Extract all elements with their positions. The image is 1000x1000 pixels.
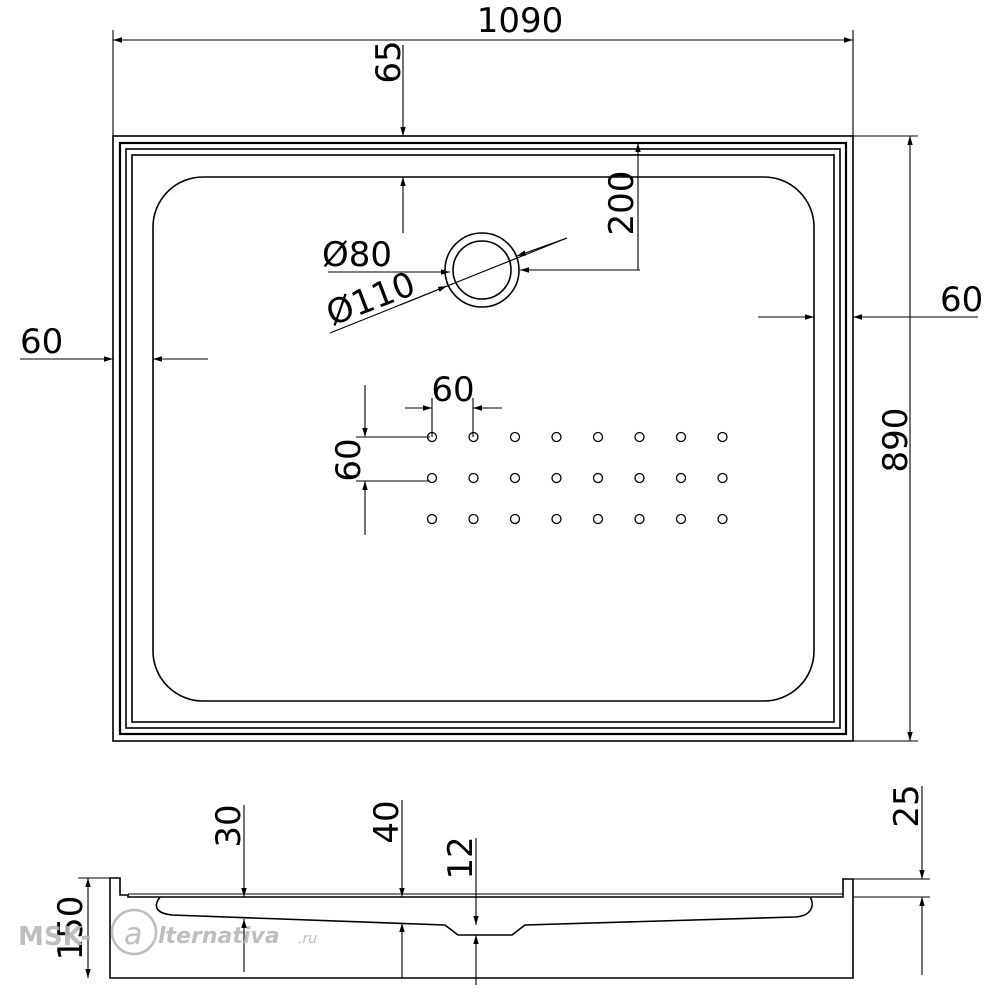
section-view: 150 30 40 12 25 xyxy=(51,784,930,985)
depth-dimension-label: 890 xyxy=(876,408,916,473)
tray-rim-line-1 xyxy=(118,141,848,736)
anti-slip-dot xyxy=(426,472,438,484)
anti-slip-dot xyxy=(634,513,645,525)
dim-60-right-label: 60 xyxy=(940,280,983,320)
watermark-brand-left: MSK- xyxy=(18,922,91,952)
dot-spacing-y-label: 60 xyxy=(329,438,369,481)
section-profile xyxy=(109,877,854,979)
dot-spacing-x-label: 60 xyxy=(431,370,474,410)
anti-slip-dot xyxy=(634,431,645,443)
anti-slip-dot xyxy=(717,513,728,525)
tray-basin-outline xyxy=(152,176,815,702)
anti-slip-dot xyxy=(675,431,687,443)
anti-slip-dot xyxy=(675,513,687,525)
dim-12-label: 12 xyxy=(441,836,481,879)
plan-view: 1090 65 200 Ø80 Ø110 60 60 890 xyxy=(20,1,983,742)
dim-30-label: 30 xyxy=(209,804,249,847)
anti-slip-dot xyxy=(717,472,728,484)
watermark-brand-right: lternativa xyxy=(158,924,280,949)
anti-slip-dot xyxy=(634,472,645,484)
anti-slip-dot xyxy=(675,472,687,484)
watermark-at-circle xyxy=(110,908,158,956)
anti-slip-dot xyxy=(426,513,438,525)
anti-slip-dot xyxy=(592,513,604,525)
anti-slip-dot xyxy=(468,472,479,484)
tray-rim-line-2 xyxy=(125,148,841,729)
dim-d110-arrow-b xyxy=(516,237,568,257)
section-basin-floor xyxy=(155,896,813,936)
anti-slip-dot xyxy=(509,431,521,443)
tray-rim-line-3 xyxy=(131,154,835,723)
anti-slip-dot xyxy=(551,431,562,443)
anti-slip-dot-grid xyxy=(426,431,728,525)
tray-outer-outline xyxy=(112,135,854,742)
anti-slip-dot xyxy=(509,513,521,525)
anti-slip-dot xyxy=(592,431,604,443)
width-dimension-label: 1090 xyxy=(477,1,564,41)
dim-d80-label: Ø80 xyxy=(322,235,392,275)
watermark-logo: MSK- a lternativa .ru xyxy=(18,908,317,956)
watermark-domain: .ru xyxy=(298,931,317,947)
dim-d110-arrow-a xyxy=(399,285,448,306)
dim-65-label: 65 xyxy=(369,40,409,83)
anti-slip-dot xyxy=(468,513,479,525)
dim-25-label: 25 xyxy=(887,784,927,827)
dim-d110-leader xyxy=(329,237,568,334)
dim-40-label: 40 xyxy=(367,800,407,843)
anti-slip-dot xyxy=(717,431,728,443)
dim-200-label: 200 xyxy=(602,171,642,236)
dim-60-left-label: 60 xyxy=(20,322,63,362)
drain-outer-circle xyxy=(444,232,520,308)
watermark-at-glyph: a xyxy=(124,917,142,952)
drain-inner-circle xyxy=(452,240,512,300)
dim-150-label: 150 xyxy=(51,896,91,961)
anti-slip-dot xyxy=(592,472,604,484)
anti-slip-dot xyxy=(551,513,562,525)
anti-slip-dot xyxy=(509,472,521,484)
anti-slip-dot xyxy=(551,472,562,484)
